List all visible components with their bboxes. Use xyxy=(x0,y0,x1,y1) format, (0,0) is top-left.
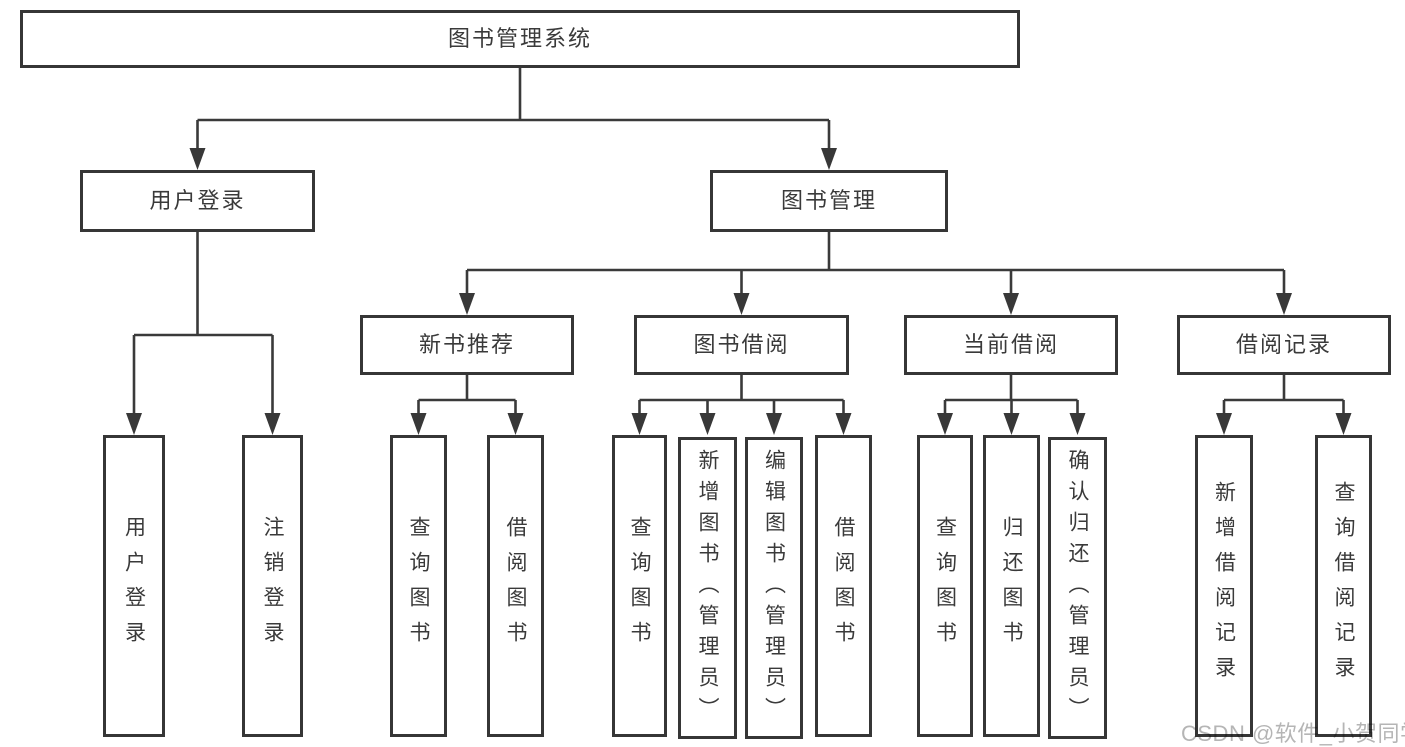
node-new-book-recommend: 新书推荐 xyxy=(360,315,574,375)
node-borrow-records: 借阅记录 xyxy=(1177,315,1391,375)
leaf-logout-login: 注销登录 xyxy=(242,435,303,737)
arrow-leaf-logout xyxy=(264,413,281,435)
leaf-borrow-books: 借阅图书 xyxy=(815,435,872,737)
leaf-query-borrow-record: 查询借阅记录 xyxy=(1315,435,1372,737)
arrow-leaf-bb-edit xyxy=(766,413,782,435)
arrow-leaf-nb-borrow xyxy=(507,413,524,435)
arrow-current-borrow xyxy=(1003,293,1019,315)
edge-root-bus xyxy=(196,68,831,152)
arrow-records xyxy=(1276,293,1292,315)
arrow-leaf-br-query xyxy=(1335,413,1352,435)
arrow-leaf-br-add xyxy=(1216,413,1232,435)
edge-records-bus xyxy=(1222,375,1345,416)
arrow-book-mgmt xyxy=(821,148,837,170)
csdn-watermark: CSDN @软件_小贺同学 xyxy=(1181,721,1405,746)
arrow-leaf-bb-add xyxy=(699,413,716,435)
edge-new-book-bus xyxy=(417,375,517,416)
arrow-leaf-cb-confirm xyxy=(1069,413,1086,435)
leaf-user-login: 用户登录 xyxy=(103,435,165,737)
arrow-leaf-nb-query xyxy=(410,413,427,435)
edge-book-mgmt-bus xyxy=(465,232,1286,297)
leaf-add-books-admin: 新增图书（管理员） xyxy=(678,437,737,739)
node-book-borrow: 图书借阅 xyxy=(634,315,849,375)
arrow-leaf-login xyxy=(126,413,142,435)
arrow-leaf-bb-query xyxy=(631,413,648,435)
node-user-login: 用户登录 xyxy=(80,170,315,232)
leaf-borrow-books-recommend: 借阅图书 xyxy=(487,435,544,737)
arrow-leaf-cb-return xyxy=(1003,413,1020,435)
leaf-query-books-borrow: 查询图书 xyxy=(612,435,667,737)
node-root: 图书管理系统 xyxy=(20,10,1020,68)
edge-book-borrow-bus xyxy=(638,375,845,416)
edge-user-login-bus xyxy=(132,232,274,416)
arrow-book-borrow xyxy=(733,293,750,315)
arrow-leaf-bb-borrow xyxy=(835,413,852,435)
leaf-query-books-current: 查询图书 xyxy=(917,435,973,737)
node-current-borrow: 当前借阅 xyxy=(904,315,1118,375)
arrow-user-login xyxy=(189,148,206,170)
leaf-query-books-recommend: 查询图书 xyxy=(390,435,447,737)
edge-current-borrow-bus xyxy=(943,375,1079,416)
node-book-management: 图书管理 xyxy=(710,170,948,232)
leaf-confirm-return-admin: 确认归还（管理员） xyxy=(1048,437,1107,739)
leaf-return-books: 归还图书 xyxy=(983,435,1040,737)
leaf-edit-books-admin: 编辑图书（管理员） xyxy=(745,437,803,739)
arrow-new-book xyxy=(459,293,475,315)
leaf-add-borrow-record: 新增借阅记录 xyxy=(1195,435,1253,737)
arrow-leaf-cb-query xyxy=(937,413,953,435)
